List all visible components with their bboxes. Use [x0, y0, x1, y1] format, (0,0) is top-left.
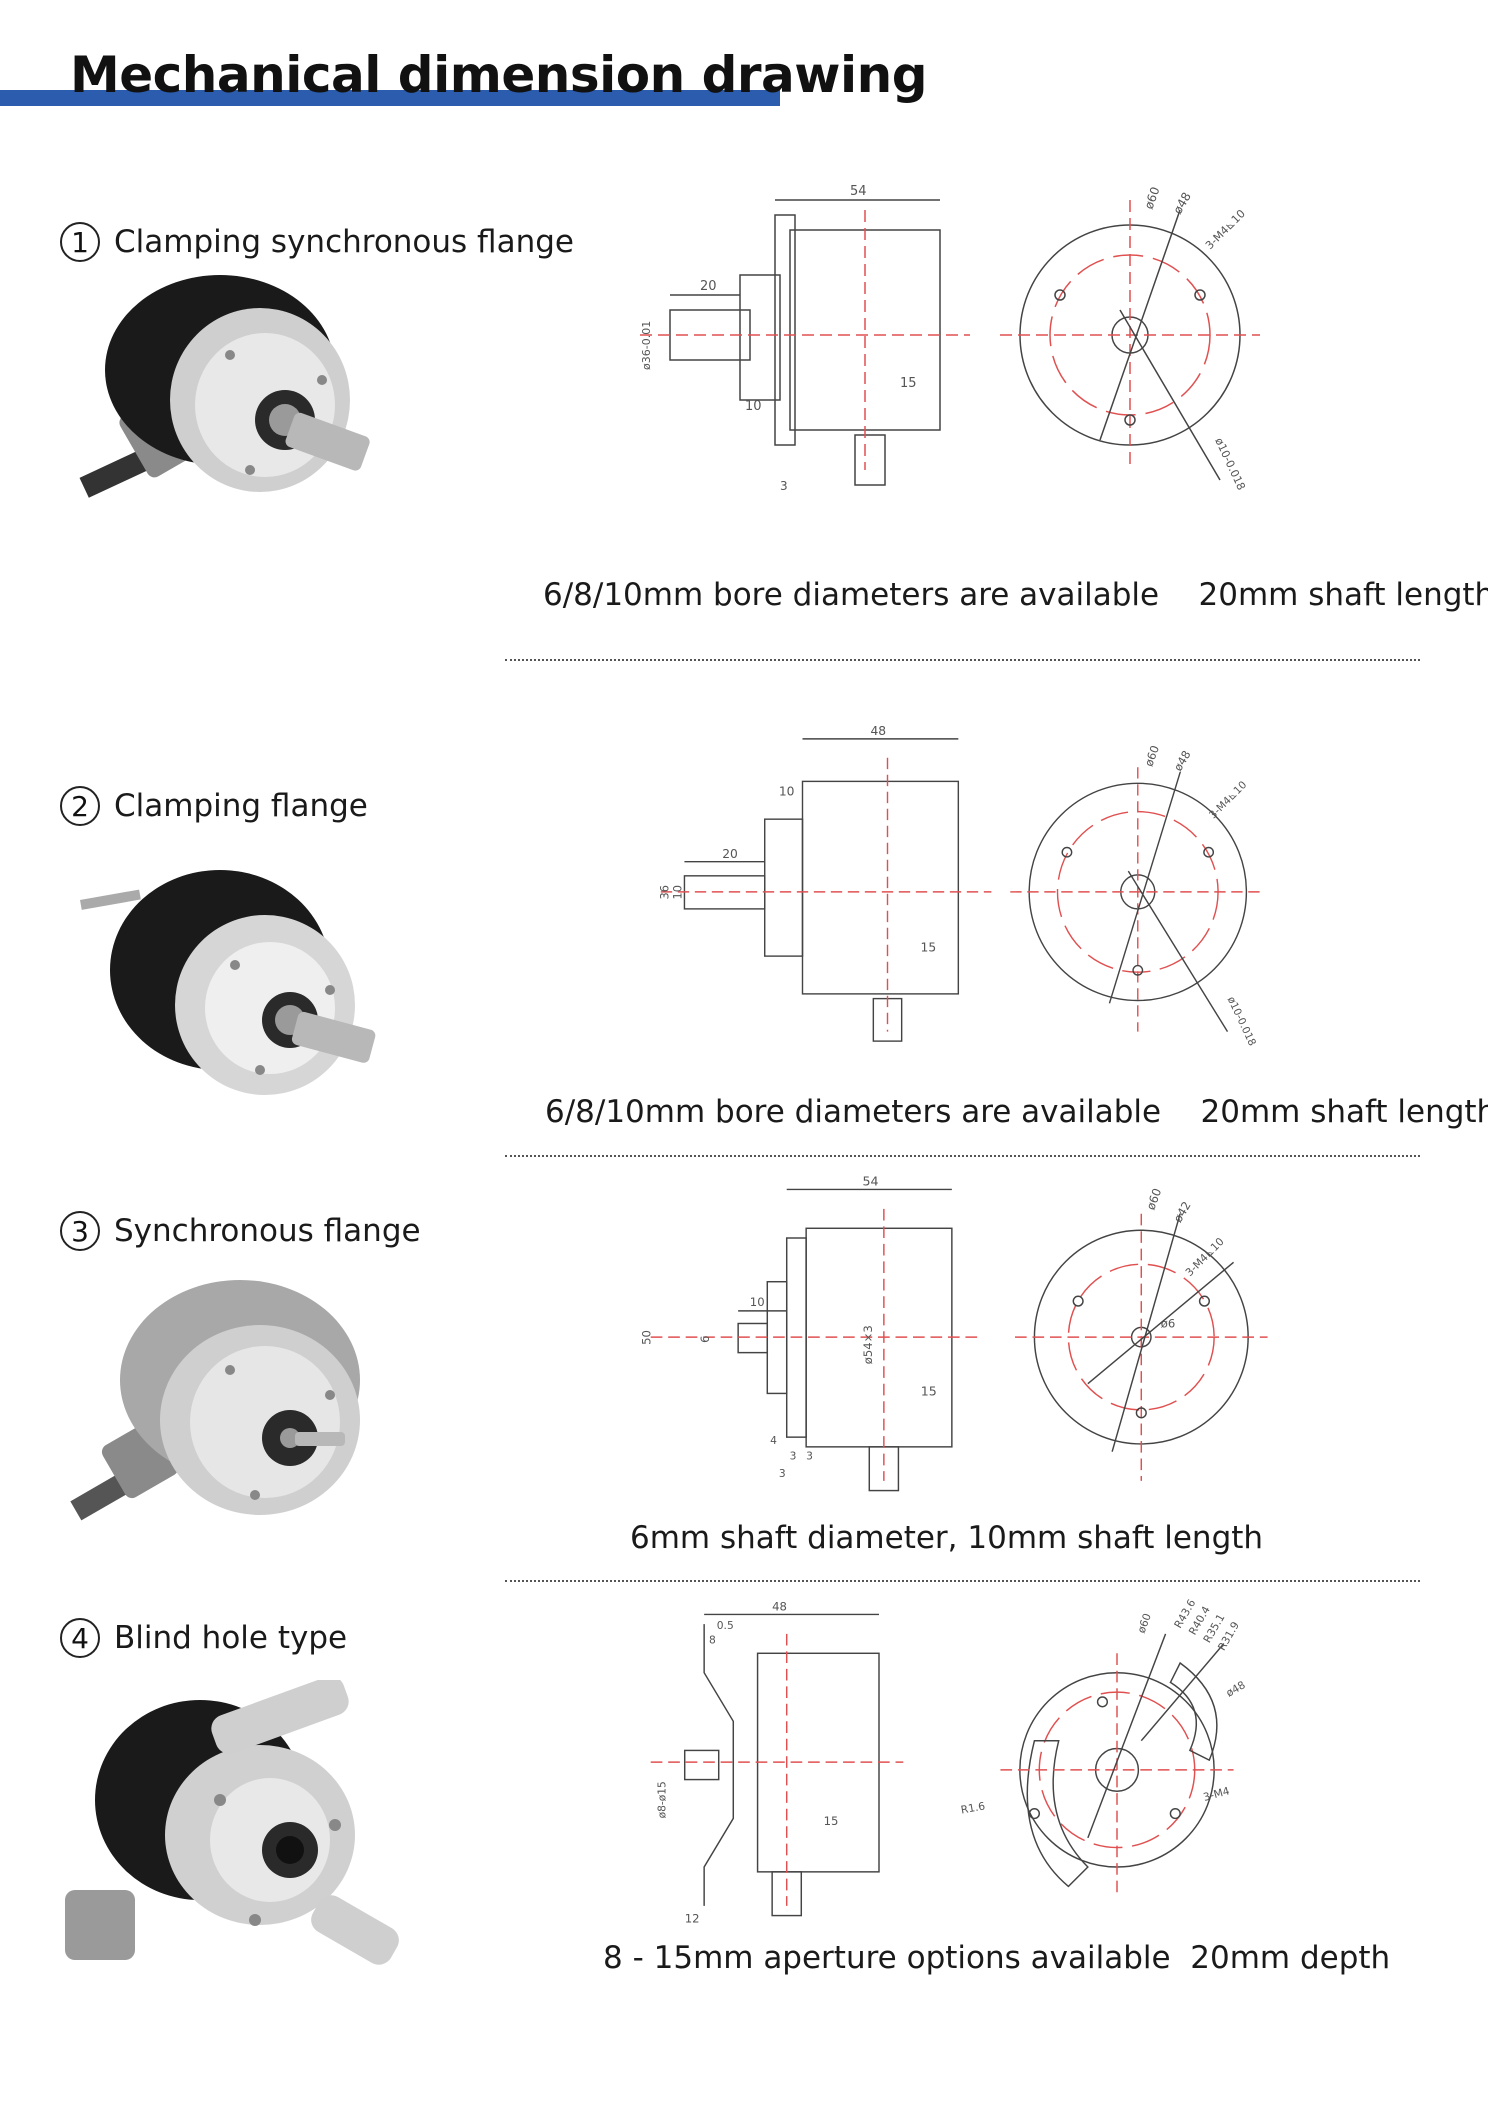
section-title: Synchronous flange: [114, 1213, 421, 1249]
encoder-photo: [70, 1280, 360, 1521]
dim-shaft-length: 10: [750, 1295, 765, 1309]
dim-step: 3: [780, 479, 788, 493]
section-caption: 6/8/10mm bore diameters are available 20…: [545, 1094, 1488, 1130]
section-title: Clamping flange: [114, 788, 368, 824]
dim-cable: 15: [921, 1383, 937, 1398]
dim-bore: ø6: [1161, 1316, 1176, 1330]
section-title: Blind hole type: [114, 1620, 348, 1656]
dim-radius: R1.6: [960, 1799, 986, 1816]
dim-bore-range: ø8-ø15: [655, 1781, 668, 1818]
dim-t2: 8: [709, 1634, 716, 1647]
dim-overall: 48: [772, 1600, 787, 1614]
dim-mid-diameter: ø54×3: [861, 1325, 875, 1364]
section-caption: 8 - 15mm aperture options available 20mm…: [603, 1940, 1391, 1976]
dim-step-a: 4: [770, 1434, 777, 1447]
header-accent-bar: [0, 90, 780, 106]
dim-outer-diameter: ø60: [1144, 1186, 1165, 1211]
dim-outer-diameter: ø60: [1135, 1611, 1154, 1635]
dim-inner-diameter: ø48: [1171, 748, 1194, 773]
dim-bore: ø10-0.018: [1225, 995, 1258, 1048]
section-number: 2: [60, 786, 100, 826]
dim-step-d: 3: [779, 1467, 786, 1480]
dim-holes: 3-M4⊾10: [1203, 207, 1248, 252]
dim-shaft-length: 20: [700, 279, 717, 294]
dim-step-c: 3: [806, 1449, 813, 1462]
dim-overall: 54: [850, 184, 867, 199]
section-number: 1: [60, 222, 100, 262]
section-label: 1 Clamping synchronous flange: [60, 222, 574, 262]
section-divider: [505, 659, 1420, 661]
dim-outer-diameter: ø60: [1142, 185, 1163, 211]
encoder-photo: [80, 870, 376, 1095]
dim-inner-diameter: ø42: [1171, 1199, 1194, 1225]
dim-holes: 3-M4: [1202, 1784, 1231, 1804]
section-number: 4: [60, 1618, 100, 1658]
dim-shaft-diameter: 6: [698, 1336, 712, 1343]
section-number: 3: [60, 1211, 100, 1251]
dimension-drawing: 48 0.5 8 ø8-ø15 15 12 ø60 R43.6 R40.4 R3…: [650, 1597, 1248, 1925]
dim-cable: 15: [900, 376, 917, 391]
dimension-drawing: 54 10 50 6 ø54×3 15 4 3 3 3 ø60 ø42 3-M4…: [640, 1174, 1268, 1492]
dim-shaft-length: 20: [722, 847, 738, 861]
dim-base: 12: [685, 1911, 700, 1925]
section-label: 4 Blind hole type: [60, 1618, 347, 1658]
dim-flange: 10: [745, 399, 762, 414]
dim-holes: 3-M4⊾10: [1207, 779, 1249, 821]
section-label: 3 Synchronous flange: [60, 1211, 421, 1251]
dim-inner-diameter: ø48: [1224, 1678, 1248, 1699]
dim-cable: 15: [824, 1814, 839, 1828]
section-caption: 6/8/10mm bore diameters are available 20…: [543, 577, 1488, 613]
section-caption: 6mm shaft diameter, 10mm shaft length: [630, 1520, 1264, 1556]
dim-bore: ø10-0.018: [1212, 436, 1248, 492]
dim-body-diameter: 50: [640, 1330, 654, 1345]
dim-flange: 10: [779, 785, 795, 799]
dim-overall: 54: [862, 1174, 878, 1189]
dim-t1: 0.5: [717, 1619, 734, 1632]
section-divider: [505, 1580, 1420, 1582]
dim-step-b: 3: [790, 1449, 797, 1462]
dim-outer-diameter: ø60: [1142, 743, 1162, 768]
dim-overall: 48: [871, 724, 887, 738]
dim-cable: 15: [921, 940, 937, 954]
dim-shaft-diameter: 10: [671, 885, 685, 899]
encoder-photo: [65, 1680, 399, 1965]
dimension-drawing: 48 20 36 10 10 15 ø60 ø48 3-M4⊾10 ø10-0.…: [657, 724, 1266, 1048]
page-header: Mechanical dimension drawing: [0, 0, 1488, 130]
dim-body-diameter: 36: [657, 885, 671, 899]
dim-body-diameter: ø36-0.01: [640, 321, 653, 370]
encoder-photo: [79, 275, 370, 498]
section-title: Clamping synchronous flange: [114, 224, 574, 260]
dim-inner-diameter: ø48: [1170, 190, 1193, 217]
dimension-drawing: 54 20 ø36-0.01 10 15 3 ø60 ø48 3-M4⊾10 ø…: [640, 184, 1260, 493]
page-title: Mechanical dimension drawing: [70, 46, 928, 104]
section-label: 2 Clamping flange: [60, 786, 368, 826]
section-divider: [505, 1155, 1420, 1157]
